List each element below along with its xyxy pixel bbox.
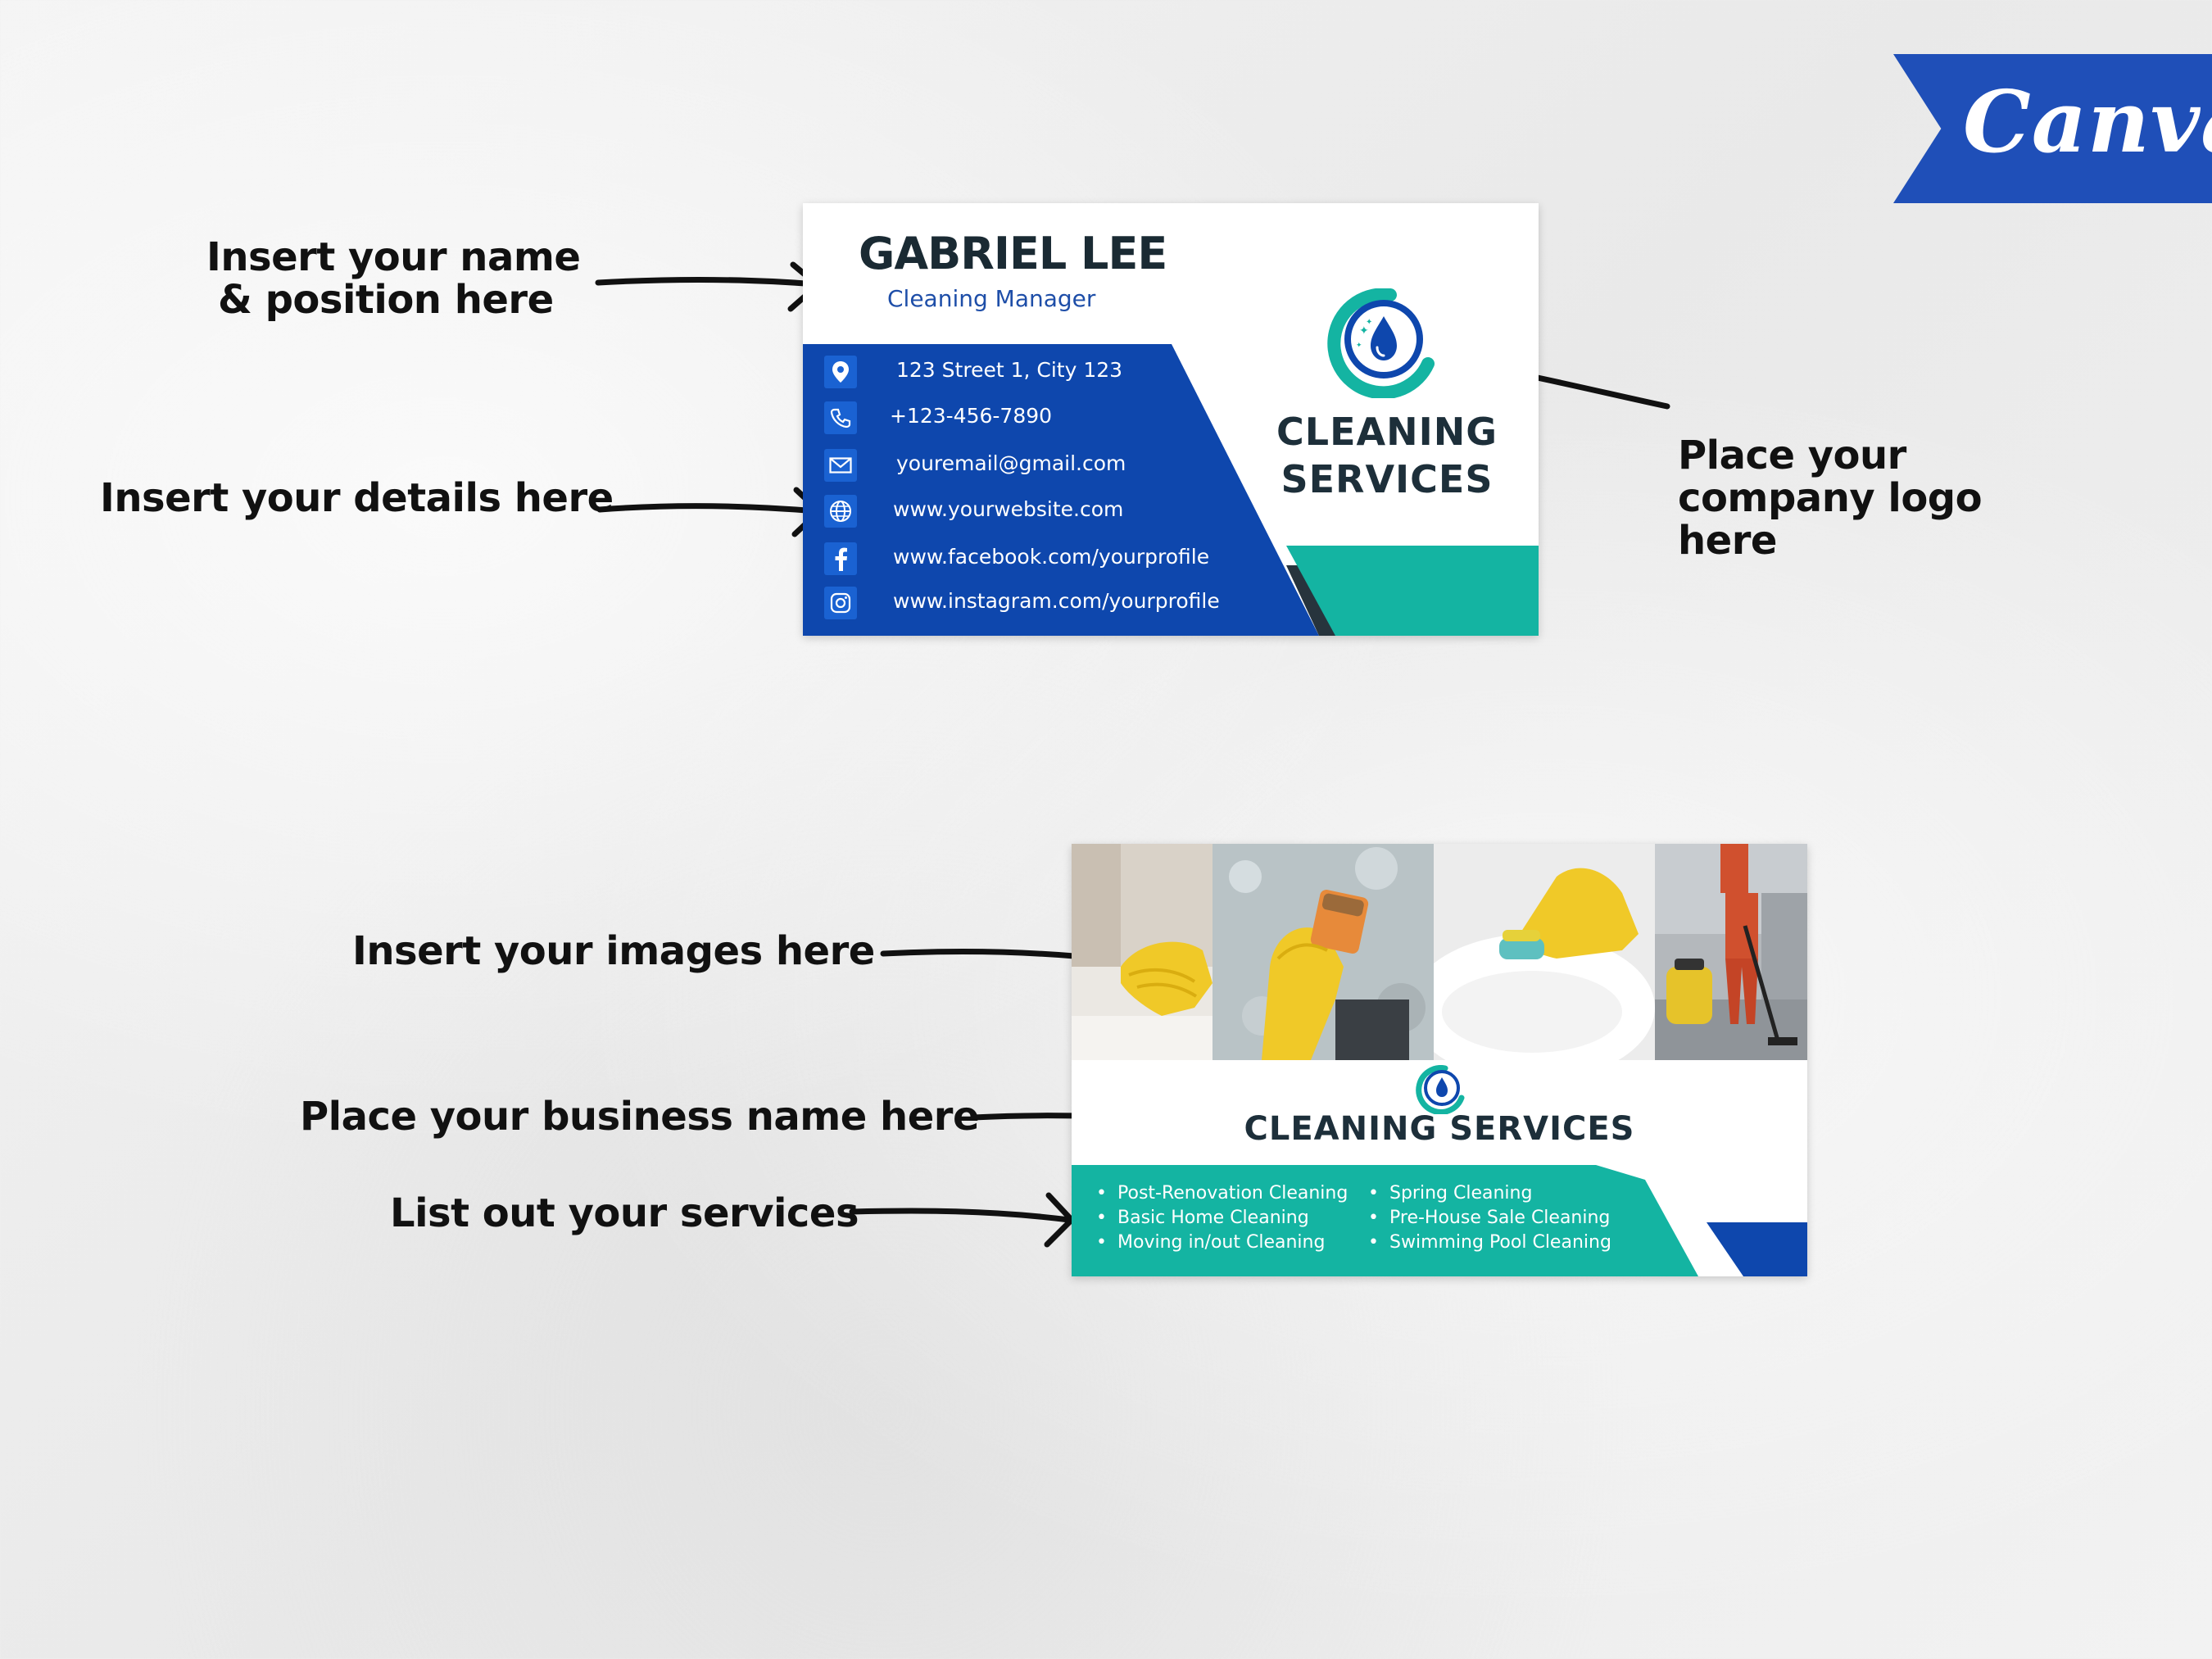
canva-logo: Canva (1963, 71, 2212, 172)
detail-email-text: youremail@gmail.com (896, 451, 1126, 475)
logo-label-line1: Place your (1678, 433, 1906, 478)
service-item: Spring Cleaning (1368, 1181, 1611, 1206)
detail-website-text: www.yourwebsite.com (893, 497, 1124, 521)
banner[interactable]: CLEANING SERVICES Post-Renovation Cleani… (1072, 844, 1807, 1276)
card-name[interactable]: GABRIEL LEE (859, 228, 1167, 279)
banner-photo-4[interactable] (1655, 844, 1807, 1060)
business-card[interactable]: GABRIEL LEE Cleaning Manager 123 Street … (803, 203, 1539, 636)
banner-photo-1[interactable] (1072, 844, 1213, 1060)
canva-logo-ribbon: Canva (1893, 54, 2212, 203)
service-item: Pre-House Sale Cleaning (1368, 1206, 1611, 1231)
detail-instagram-text: www.instagram.com/yourprofile (893, 589, 1220, 613)
glove-scrubbing-toilet-image (1434, 844, 1655, 1060)
services-label: List out your services (390, 1190, 859, 1236)
card-teal-panel (1286, 546, 1539, 636)
service-item: Basic Home Cleaning (1096, 1206, 1348, 1231)
svg-text:✦: ✦ (1359, 324, 1369, 338)
arrow-to-details (596, 487, 823, 537)
worker-with-vacuum-image (1655, 844, 1807, 1060)
banner-photo-2[interactable] (1213, 844, 1434, 1060)
detail-facebook-text: www.facebook.com/yourprofile (893, 545, 1210, 569)
images-label: Insert your images here (352, 928, 875, 974)
name-position-label-line1: Insert your name (206, 234, 581, 280)
cleaning-logo-icon[interactable]: ✦ ✦ ✦ (1325, 288, 1435, 398)
svg-text:✦: ✦ (1356, 342, 1362, 350)
instagram-icon (824, 587, 857, 619)
card-position[interactable]: Cleaning Manager (887, 285, 1096, 312)
service-item: Post-Renovation Cleaning (1096, 1181, 1348, 1206)
location-pin-icon (824, 356, 857, 388)
arrow-to-name (595, 261, 821, 312)
services-list-left[interactable]: Post-Renovation Cleaning Basic Home Clea… (1095, 1181, 1348, 1255)
services-list-right[interactable]: Spring Cleaning Pre-House Sale Cleaning … (1367, 1181, 1611, 1255)
service-item: Moving in/out Cleaning (1096, 1231, 1348, 1255)
banner-business-name[interactable]: CLEANING SERVICES (1244, 1110, 1635, 1148)
service-item: Swimming Pool Cleaning (1368, 1231, 1611, 1255)
globe-icon (824, 495, 857, 528)
glove-wiping-counter-image (1072, 844, 1213, 1060)
svg-text:✦: ✦ (1366, 318, 1372, 327)
glove-sponge-on-glass-image (1213, 844, 1434, 1060)
detail-address-text: 123 Street 1, City 123 (896, 358, 1123, 382)
detail-phone-text: +123-456-7890 (890, 404, 1053, 428)
arrow-to-services (849, 1192, 1075, 1248)
banner-logo-icon[interactable] (1416, 1065, 1465, 1114)
business-name-label: Place your business name here (300, 1094, 980, 1140)
card-company-line2: SERVICES (1281, 457, 1494, 501)
card-company-line1: CLEANING (1276, 410, 1498, 454)
facebook-icon (824, 542, 857, 575)
details-label: Insert your details here (100, 475, 614, 521)
logo-label-line3: here (1678, 518, 1777, 564)
email-icon (824, 449, 857, 482)
banner-photo-3[interactable] (1434, 844, 1655, 1060)
card-company-name[interactable]: CLEANING SERVICES (1276, 408, 1498, 503)
name-position-label-line2: & position here (218, 277, 554, 323)
phone-icon (824, 401, 857, 434)
logo-label-line2: company logo (1678, 475, 1983, 521)
